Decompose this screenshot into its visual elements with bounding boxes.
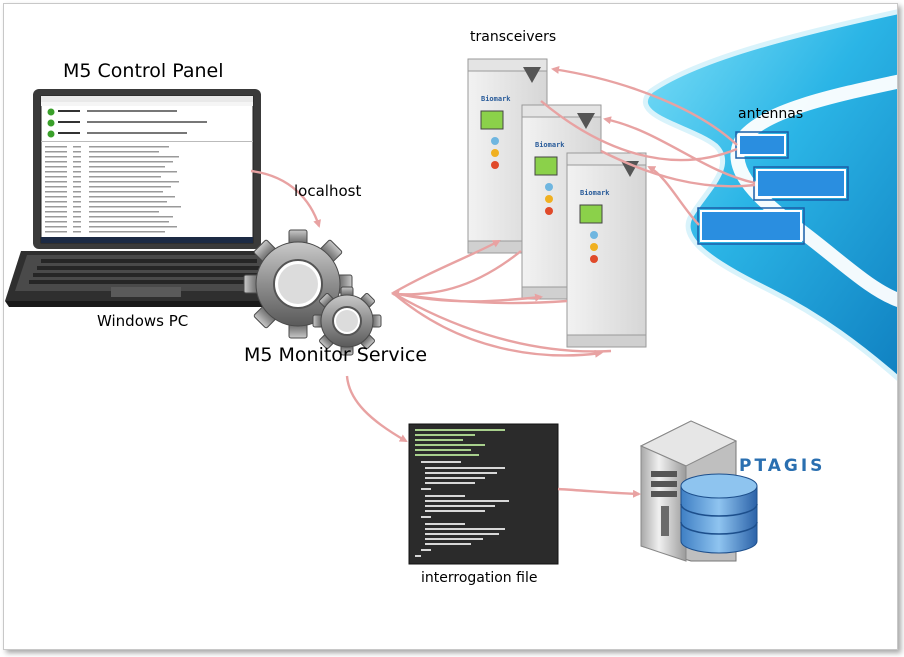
interrogation-file [408,423,559,565]
antennas-label: antennas [738,106,804,122]
arrow-antenna2-to-transceiver2 [603,116,756,185]
diagram-canvas: Biomark Biomark Biomark [5,9,897,565]
arrow-antenna1-to-transceiver1 [551,65,738,146]
windows-pc-label: Windows PC [97,312,189,330]
diagram-frame: Biomark Biomark Biomark [3,3,898,650]
arrow-file-to-database [557,487,641,498]
transceiver-brand: Biomark [481,95,511,103]
transceiver-brand: Biomark [535,141,565,149]
antenna-1 [738,134,786,156]
transceivers-label: transceivers [470,29,557,45]
transceiver-3: Biomark [566,152,647,348]
arrow-transceiver2-to-antenna2 [600,149,756,188]
arrow-transceiver3-to-service [392,291,612,353]
control-panel-label: M5 Control Panel [63,60,224,82]
antenna-3 [700,210,802,242]
database-icon [680,473,758,554]
arrow-service-to-transceiver1 [392,239,501,295]
arrow-antenna3-to-transceiver3 [647,165,700,226]
interrogation-file-label: interrogation file [421,570,538,586]
antenna-2 [756,169,846,198]
arrow-service-to-transceiver2 [392,291,543,303]
arrow-transceiver1-to-service [391,250,522,299]
arrow-service-to-file [345,375,408,443]
arrow-laptop-to-service [250,169,321,228]
river-inner-bank [730,74,897,307]
arrow-transceiver1-to-antenna1 [540,100,738,162]
arrow-service-to-transceiver3 [392,292,603,358]
laptop [5,89,291,307]
transceiver-brand: Biomark [580,189,610,197]
localhost-label: localhost [294,182,362,200]
ptagis-logo: PTAGIS [739,456,826,476]
river-bank [642,9,897,381]
gear-icon [243,229,382,356]
monitor-service-label: M5 Monitor Service [244,344,428,366]
